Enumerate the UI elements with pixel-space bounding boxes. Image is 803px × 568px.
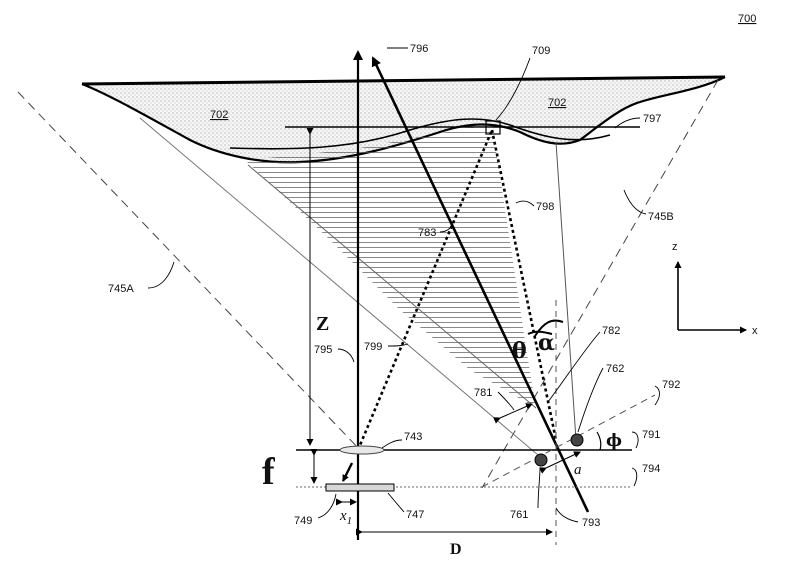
ref-798: 798: [536, 201, 554, 213]
ref-745B: 745B: [648, 211, 674, 223]
bracket-781: [500, 404, 532, 418]
figure-number: 700: [738, 13, 756, 25]
leader-761: [538, 468, 540, 508]
leader-798: [516, 201, 534, 206]
ref-761: 761: [510, 509, 528, 521]
a-symbol: a: [574, 462, 582, 478]
leader-747: [388, 493, 404, 512]
ref-793: 793: [582, 517, 600, 529]
leader-792: [655, 386, 660, 405]
ref-791: 791: [642, 429, 660, 441]
f-dimension-label: f: [262, 451, 276, 493]
ref-709: 709: [532, 45, 550, 57]
leader-793: [556, 508, 578, 522]
ref-783: 783: [418, 227, 436, 239]
phi-arc: [597, 432, 601, 450]
leader-781: [498, 392, 514, 410]
point-762: [571, 434, 583, 446]
ref-743: 743: [404, 431, 422, 443]
ref-745A: 745A: [108, 283, 134, 295]
z-axis-label: z: [672, 241, 678, 253]
leader-791: [632, 432, 638, 448]
leader-749: [318, 494, 336, 518]
hatched-region: [230, 120, 550, 420]
leader-743: [382, 440, 402, 448]
ref-797: 797: [643, 113, 661, 125]
ref-762: 762: [606, 363, 624, 375]
x-axis-label: x: [752, 325, 758, 337]
ref-795: 795: [314, 344, 332, 356]
ref-781: 781: [474, 387, 492, 399]
alpha-symbol: α: [538, 330, 555, 356]
x1-label: x1: [339, 508, 352, 527]
vertical-gray-line: [556, 142, 576, 440]
theta-symbol: θ: [512, 338, 527, 364]
z-dimension-label: Z: [316, 313, 329, 335]
leader-794: [632, 468, 637, 486]
ref-799: 799: [364, 341, 382, 353]
leader-762: [578, 368, 603, 432]
x1-arrow: [343, 463, 352, 481]
ref-792: 792: [662, 379, 680, 391]
lens-743: [340, 446, 384, 454]
ref-749: 749: [294, 515, 312, 527]
phi-symbol: ϕ: [606, 431, 622, 451]
d-dimension-label: D: [450, 541, 462, 558]
ref-794: 794: [642, 463, 660, 475]
ref-796: 796: [410, 43, 428, 55]
point-761: [535, 454, 547, 466]
surface-label-left: 702: [210, 109, 228, 121]
surface-label-right: 702: [548, 97, 566, 109]
ref-782: 782: [602, 325, 620, 337]
fov-line-745B: [482, 80, 718, 488]
ref-747: 747: [406, 509, 424, 521]
leader-745A: [148, 262, 174, 288]
sensor-747: [326, 484, 394, 491]
leader-799: [388, 344, 408, 346]
leader-795: [338, 349, 354, 362]
